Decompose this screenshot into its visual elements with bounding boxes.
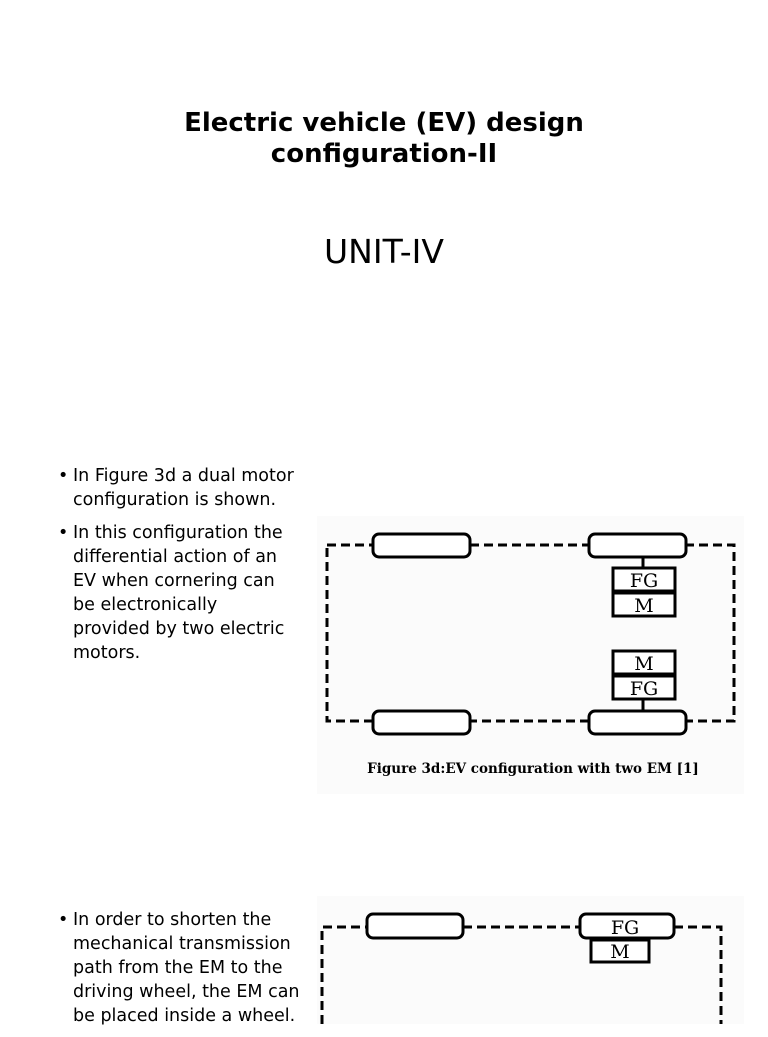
dual-motor-diagram: FG M M FG Figure 3d:EV configuration wit…: [325, 532, 736, 777]
in-wheel-motor-diagram: FG M: [320, 912, 723, 1024]
front-left-wheel: [371, 532, 472, 559]
gear-label: FG: [611, 917, 639, 939]
front-right-wheel-with-gear: [578, 912, 676, 940]
bullet-item: In Figure 3d a dual motor configuration …: [58, 464, 298, 512]
bottom-gear-box: [611, 674, 677, 701]
top-motor-label: M: [634, 595, 653, 617]
bottom-motor-box: [611, 649, 677, 676]
top-motor-box: [611, 591, 677, 618]
front-left-wheel: [365, 912, 465, 940]
rear-right-wheel: [587, 709, 688, 736]
figure-caption: Figure 3d:EV configuration with two EM […: [367, 761, 699, 777]
motor-box: [589, 938, 651, 964]
top-gear-box: [611, 566, 677, 593]
top-gear-label: FG: [630, 570, 658, 592]
bullet-item: In order to shorten the mechanical trans…: [58, 908, 306, 1028]
rear-left-wheel: [371, 709, 472, 736]
slide-title: Electric vehicle (EV) design configurati…: [0, 108, 768, 170]
bullet-item: In this configuration the differential a…: [58, 521, 298, 665]
slide-title-line-2: configuration-II: [270, 139, 498, 169]
front-right-wheel: [587, 532, 688, 559]
motor-label: M: [610, 941, 629, 963]
bullet-list: In Figure 3d a dual motor configuration …: [58, 464, 298, 674]
dual-motor-figure: FG M M FG Figure 3d:EV configuration wit…: [317, 516, 744, 794]
slide-subtitle: UNIT-IV: [324, 232, 444, 271]
in-wheel-motor-figure: FG M: [317, 896, 744, 1024]
vehicle-frame: [320, 925, 723, 1024]
slide-title-line-1: Electric vehicle (EV) design: [184, 108, 584, 138]
bottom-motor-label: M: [634, 653, 653, 675]
vehicle-frame: [325, 543, 736, 723]
bottom-gear-label: FG: [630, 678, 658, 700]
bullet-list: In order to shorten the mechanical trans…: [58, 908, 306, 1037]
